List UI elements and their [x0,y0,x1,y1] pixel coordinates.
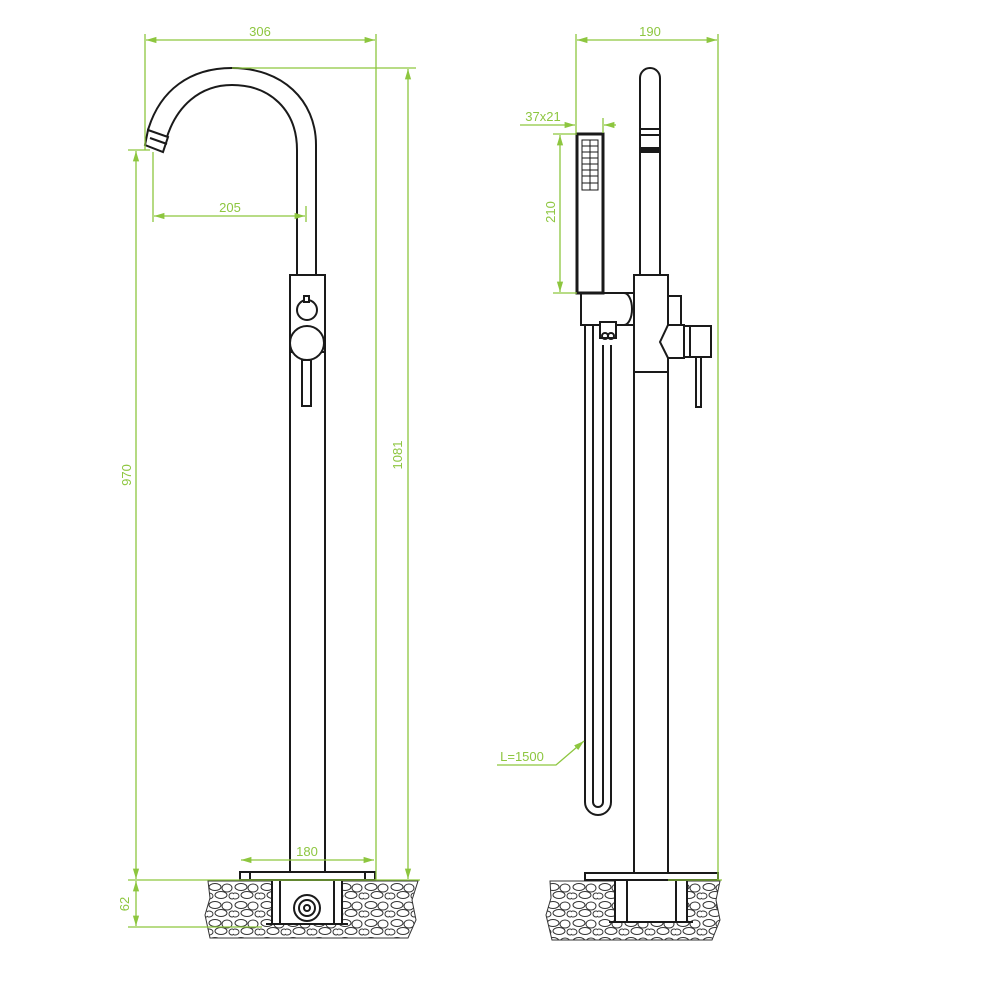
handshower-holder [580,292,635,326]
hose-connector-nut [607,332,615,340]
dim-180: 180 [296,844,318,859]
dim-190: 190 [639,24,661,39]
dim-306: 306 [249,24,271,39]
shower-hose [584,320,612,816]
pole-ring-dark [640,147,660,153]
side-view: 190 37x21 210 L=1500 [497,24,722,941]
spout-inner [165,83,298,275]
dim-hose-length: L=1500 [500,749,544,764]
mixer-knob [289,325,325,361]
dim-970: 970 [119,464,134,486]
mixer-lever [301,359,312,407]
underground-box [271,879,343,925]
hose-leader-line [497,740,585,766]
faucet-body [289,274,326,881]
holder-curve [623,292,633,326]
mixer-lever-side [695,356,702,408]
inlet-connector-ring [298,899,316,917]
spout-outer [147,66,317,275]
base-plate [239,871,376,881]
front-view: 306 1081 970 205 180 62 [117,24,420,939]
diverter-knob-side [667,295,682,327]
dim-1081: 1081 [390,441,405,470]
dim-210: 210 [543,201,558,223]
pole-ring [639,128,661,136]
aerator-ring [149,137,168,145]
handshower-nozzles [581,139,599,191]
shower-pole [639,67,661,275]
base-plate-side [584,872,719,881]
faucet-body-side [633,274,669,881]
dim-205: 205 [219,200,241,215]
dim-62: 62 [117,897,132,911]
dim-37x21: 37x21 [525,109,560,124]
inlet-connector [293,894,321,922]
mixer-cartridge [658,324,685,359]
diverter-tip [303,295,310,303]
inlet-connector-core [303,904,311,912]
mixer-handle [683,325,712,358]
